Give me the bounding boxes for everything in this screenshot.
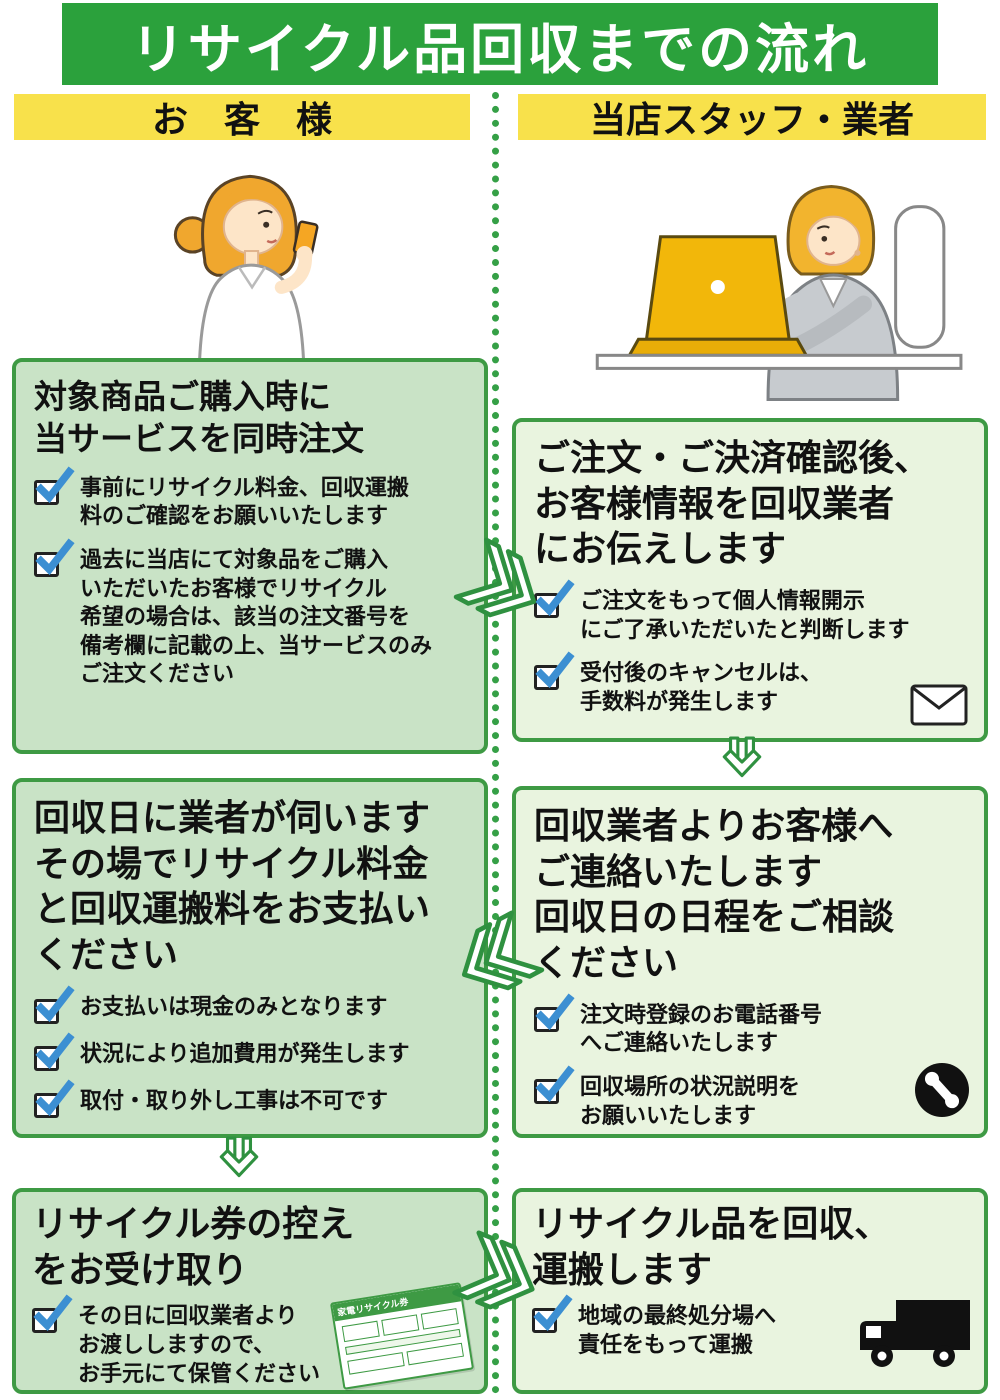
checkbox-check-icon <box>534 579 575 620</box>
checklist-item-text: ご注文をもって個人情報開示 にご了承いただいたと判断します <box>580 589 910 643</box>
checklist-item-text: お支払いは現金のみとなります <box>80 994 388 1020</box>
checklist-item-text: 過去に当店にて対象品をご購入 いただいたお客様でリサイクル 希望の場合は、該当の… <box>80 548 433 688</box>
checklist-item-text: 受付後のキャンセルは、 手数料が発生します <box>580 661 823 715</box>
checklist-item: 受付後のキャンセルは、 手数料が発生します <box>534 651 966 717</box>
customer-step-3-box: リサイクル券の控え をお受け取り その日に回収業者より お渡ししますので、 お手… <box>12 1188 488 1394</box>
checklist-item-text: 注文時登録のお電話番号 へご連絡いたします <box>580 1002 823 1057</box>
customer-woman-phone-illustration <box>173 174 319 362</box>
customer-step-2-box: 回収日に業者が伺います その場でリサイクル料金 と回収運搬料をお支払い ください… <box>12 778 488 1138</box>
checklist-item: 過去に当店にて対象品をご購入 いただいたお客様でリサイクル 希望の場合は、該当の… <box>34 538 466 690</box>
staff-step-3-box: リサイクル品を回収、 運搬します 地域の最終処分場へ 責任をもって運搬 <box>512 1188 988 1394</box>
flow-arrow-right-icon <box>453 537 537 618</box>
checklist-item: 取付・取り外し工事は不可です <box>34 1079 466 1120</box>
staff-step-3-title: リサイクル品を回収、 運搬します <box>532 1204 891 1291</box>
checklist-item: 回収場所の状況説明を お願いいたします <box>534 1065 966 1131</box>
checklist-item: その日に回収業者より お渡ししますので、 お手元にて保管ください <box>32 1294 468 1389</box>
flow-arrow-left-icon <box>461 910 545 991</box>
checklist-item-text: 状況により追加費用が発生します <box>80 1041 410 1067</box>
column-header-customer: お 客 様 <box>14 94 470 141</box>
envelope-icon <box>910 684 968 726</box>
checkbox-check-icon <box>34 538 75 579</box>
checkbox-check-icon <box>534 1065 575 1106</box>
checklist-item: ご注文をもって個人情報開示 にご了承いただいたと判断します <box>534 579 966 645</box>
checkbox-check-icon <box>34 1032 75 1073</box>
checkbox-check-icon <box>534 651 575 692</box>
flow-arrow-down-icon <box>219 1136 259 1178</box>
staff-step-2-title: 回収業者よりお客様へ ご連絡いたします 回収日の日程をご相談 ください <box>534 806 895 985</box>
checklist-item: お支払いは現金のみとなります <box>34 985 466 1026</box>
checklist-item-text: 回収場所の状況説明を お願いいたします <box>580 1075 801 1129</box>
phone-icon <box>915 1063 969 1117</box>
customer-step-2-title: 回収日に業者が伺います その場でリサイクル料金 と回収運搬料をお支払い ください <box>34 798 431 977</box>
page-title: リサイクル品回収までの流れ <box>62 3 938 85</box>
checklist-item-text: その日に回収業者より お渡ししますので、 お手元にて保管ください <box>78 1304 321 1387</box>
checklist-item-text: 取付・取り外し工事は不可です <box>80 1088 389 1114</box>
staff-step-1-box: ご注文・ご決済確認後、 お客様情報を回収業者 にお伝えします ご注文をもって個人… <box>512 418 988 742</box>
customer-step-1-box: 対象商品ご購入時に 当サービスを同時注文 事前にリサイクル料金、回収運搬 料のご… <box>12 358 488 754</box>
checkbox-check-icon <box>34 1079 75 1120</box>
staff-step-1-title: ご注文・ご決済確認後、 お客様情報を回収業者 にお伝えします <box>534 438 931 571</box>
customer-step-1-title: 対象商品ご購入時に 当サービスを同時注文 <box>34 377 364 458</box>
checklist-item: 地域の最終処分場へ 責任をもって運搬 <box>532 1294 968 1360</box>
column-header-staff: 当店スタッフ・業者 <box>518 94 986 141</box>
flow-arrow-down-icon <box>722 736 762 778</box>
checklist-item: 状況により追加費用が発生します <box>34 1032 466 1073</box>
checkbox-check-icon <box>34 466 75 507</box>
checklist-item: 注文時登録のお電話番号 へご連絡いたします <box>534 993 966 1059</box>
checkbox-check-icon <box>32 1294 73 1335</box>
checkbox-check-icon <box>534 993 575 1034</box>
checklist-item-text: 事前にリサイクル料金、回収運搬 料のご確認をお願いいたします <box>80 475 409 530</box>
checkbox-check-icon <box>532 1294 573 1335</box>
checkbox-check-icon <box>34 985 75 1026</box>
staff-woman-laptop-illustration <box>595 185 963 402</box>
checklist-item: 事前にリサイクル料金、回収運搬 料のご確認をお願いいたします <box>34 466 466 532</box>
flow-arrow-right-icon <box>452 1230 535 1310</box>
truck-icon <box>860 1300 970 1367</box>
customer-step-3-title: リサイクル券の控え をお受け取り <box>32 1204 355 1291</box>
staff-step-2-box: 回収業者よりお客様へ ご連絡いたします 回収日の日程をご相談 ください 注文時登… <box>512 786 988 1138</box>
column-divider <box>492 92 499 1394</box>
checklist-item-text: 地域の最終処分場へ 責任をもって運搬 <box>578 1304 777 1359</box>
